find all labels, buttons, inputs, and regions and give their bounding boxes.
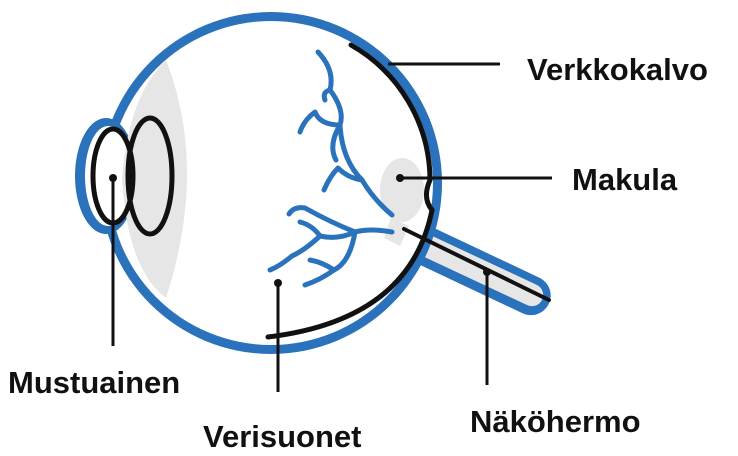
- label-pupil: Mustuainen: [8, 367, 180, 398]
- label-optic-nerve: Näköhermo: [470, 406, 641, 437]
- macula-dot: [396, 174, 404, 182]
- pupil-dot: [109, 174, 117, 182]
- label-macula: Makula: [572, 164, 677, 195]
- label-retina: Verkkokalvo: [527, 54, 708, 85]
- vessels-dot: [274, 279, 282, 287]
- nerve-dot: [483, 268, 491, 276]
- label-blood-vessels: Verisuonet: [203, 421, 362, 452]
